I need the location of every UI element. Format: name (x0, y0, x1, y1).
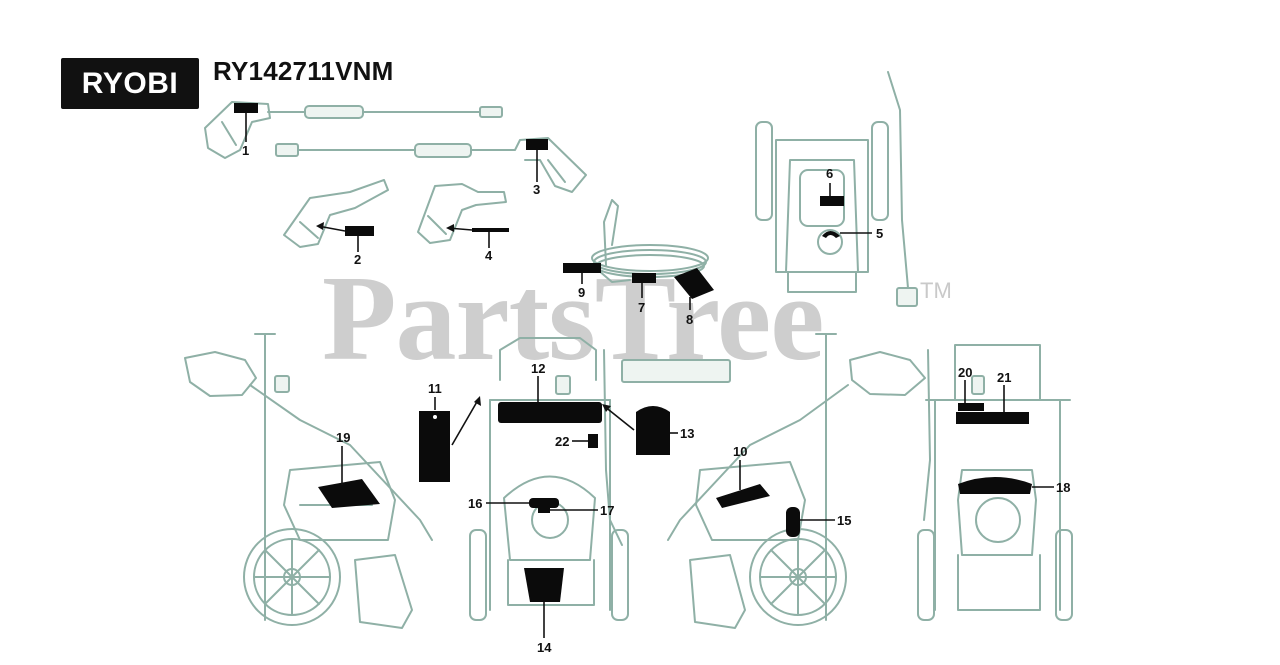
hose-coil-art (591, 199, 709, 283)
label-18 (958, 477, 1032, 494)
label-6 (820, 196, 844, 206)
callout-22: 22 (555, 434, 569, 449)
label-2 (345, 226, 374, 236)
callout-7: 7 (638, 300, 645, 315)
spray-gun-2-art (283, 179, 389, 248)
callout-17: 17 (600, 503, 614, 518)
label-12 (498, 402, 602, 423)
label-7 (632, 273, 656, 283)
label-4 (472, 228, 509, 232)
callout-3: 3 (533, 182, 540, 197)
callout-14: 14 (537, 640, 552, 655)
spray-gun-1-art (204, 101, 503, 159)
right-side-machine-art (667, 333, 926, 629)
model-number-title: RY142711VNM (213, 56, 394, 86)
label-19 (318, 479, 380, 508)
label-1 (234, 103, 258, 113)
callout-13: 13 (680, 426, 694, 441)
callout-6: 6 (826, 166, 833, 181)
label-14 (524, 568, 564, 602)
spray-gun-3-art (275, 137, 587, 193)
label-10 (716, 484, 770, 508)
callout-20: 20 (958, 365, 972, 380)
callout-16: 16 (468, 496, 482, 511)
callout-10: 10 (733, 444, 747, 459)
callout-11: 11 (428, 381, 442, 396)
label-20 (958, 403, 984, 411)
label-3 (526, 139, 548, 150)
watermark-trademark: TM (920, 278, 952, 303)
label-13 (636, 406, 670, 455)
label-11 (419, 411, 450, 482)
callout-12: 12 (531, 361, 545, 376)
label-21 (956, 412, 1029, 424)
callout-1: 1 (242, 143, 249, 158)
rear-view-machine-art (755, 71, 918, 307)
callout-15: 15 (837, 513, 851, 528)
partstree-watermark: PartsTree (322, 251, 824, 386)
callout-9: 9 (578, 285, 585, 300)
left-side-machine-art (184, 333, 433, 629)
label-9 (563, 263, 601, 273)
callout-5: 5 (876, 226, 883, 241)
callout-18: 18 (1056, 480, 1070, 495)
label-22 (588, 434, 598, 448)
rear-machine-art (917, 344, 1073, 621)
label-8 (674, 268, 714, 299)
spray-gun-4-art (417, 183, 507, 244)
ryobi-logo: RYOBI (61, 58, 199, 109)
callout-21: 21 (997, 370, 1011, 385)
label-5 (822, 231, 840, 238)
callout-8: 8 (686, 312, 693, 327)
label-17 (538, 507, 550, 513)
label-15 (786, 507, 800, 537)
callout-4: 4 (485, 248, 493, 263)
callout-19: 19 (336, 430, 350, 445)
label-16 (529, 498, 559, 508)
callout-2: 2 (354, 252, 361, 267)
